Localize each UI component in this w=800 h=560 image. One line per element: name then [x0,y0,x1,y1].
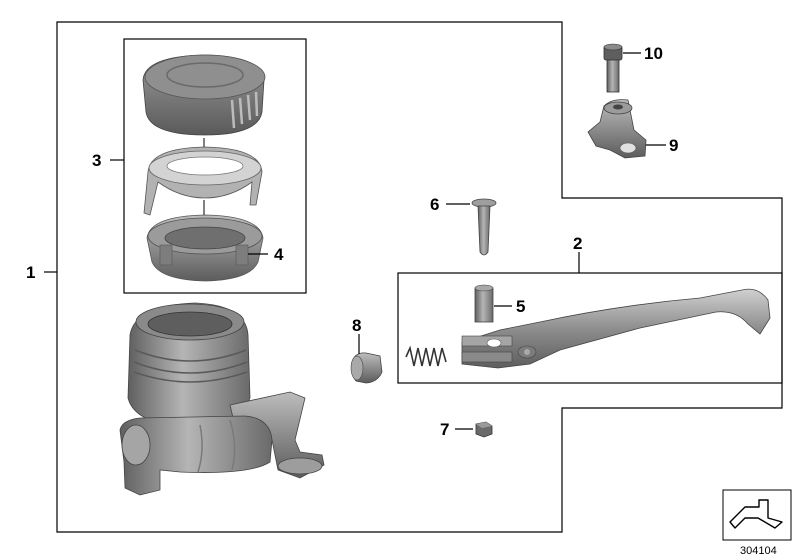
callout-2: 2 [573,234,582,253]
callout-7: 7 [440,420,449,439]
callout-5: 5 [516,297,525,316]
return-spring [405,345,447,367]
hex-nut [475,421,493,438]
callout-9: 9 [669,136,678,155]
retaining-ring [143,146,263,216]
clutch-lever [461,288,771,369]
lever-group-frame [397,272,783,384]
bushing [474,284,494,323]
catalog-number: 304104 [740,545,777,557]
assembly-frame [56,21,783,533]
callout-3: 3 [92,151,101,170]
arrow-symbol-icon [729,499,783,529]
callout-10: 10 [644,44,663,63]
clamp-bolt [603,43,623,93]
handlebar-clamp [587,99,647,159]
reservoir-group-frame [123,38,307,294]
pivot-pin [471,198,497,256]
callout-4: 4 [274,245,284,264]
callout-1: 1 [26,263,35,282]
catalog-symbol [722,489,792,541]
reservoir-cap [142,54,266,136]
dust-boot [350,352,383,384]
callout-8: 8 [352,316,361,335]
diaphragm [146,214,264,282]
callout-6: 6 [430,195,439,214]
master-cylinder-housing [119,302,325,496]
